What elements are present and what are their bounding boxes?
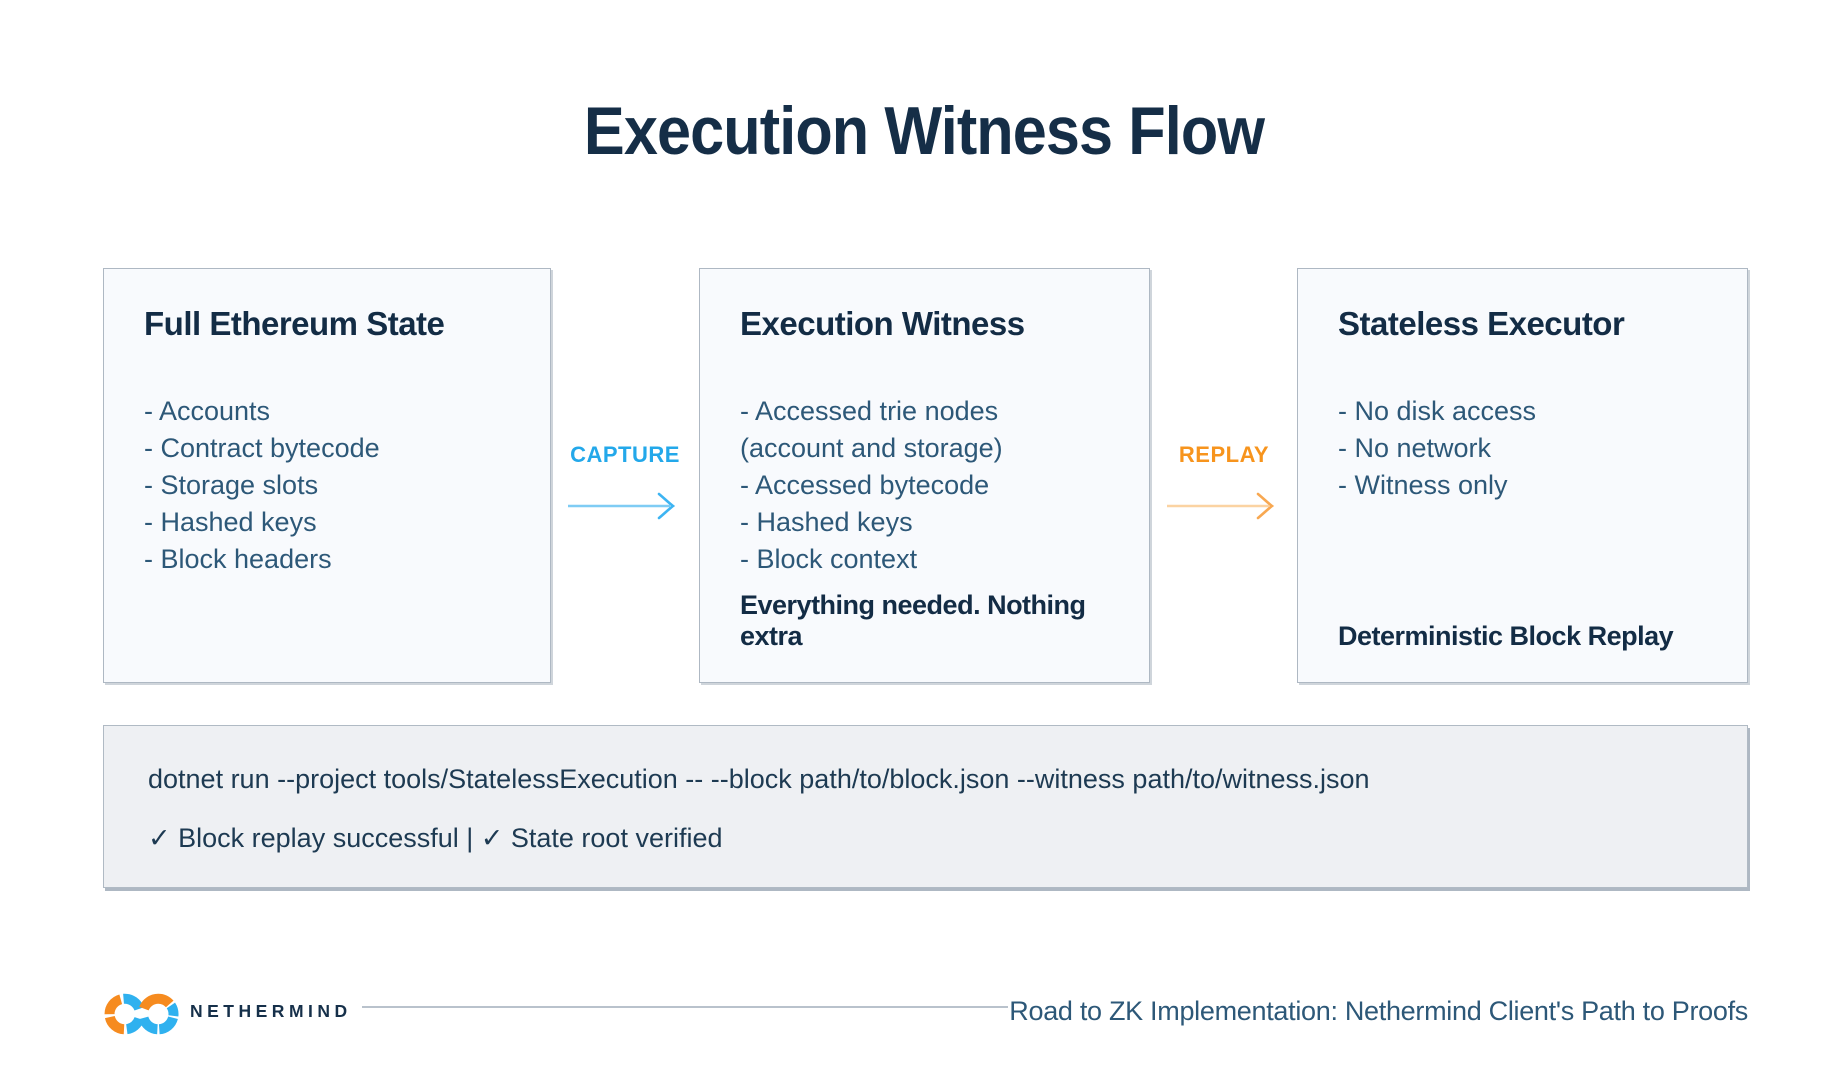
list-item: - Block context xyxy=(740,544,918,574)
list-item: - No network xyxy=(1338,433,1492,463)
list-item: - No disk access xyxy=(1338,396,1537,426)
brand-name: NETHERMIND xyxy=(190,1001,352,1021)
card-heading: Full Ethereum State xyxy=(144,305,445,342)
list-item: - Block headers xyxy=(144,544,332,574)
list-item: - Accessed trie nodes (account and stora… xyxy=(740,396,1003,463)
list-item: - Contract bytecode xyxy=(144,433,380,463)
card-stateless-executor: Stateless Executor - No disk access - No… xyxy=(1297,268,1748,683)
list-item: - Hashed keys xyxy=(740,507,913,537)
card-note: Everything needed. Nothing extra xyxy=(740,590,1086,651)
list-item: - Witness only xyxy=(1338,470,1508,500)
list-item: - Storage slots xyxy=(144,470,319,500)
list-item: - Accessed bytecode xyxy=(740,470,990,500)
footer-caption: Road to ZK Implementation: Nethermind Cl… xyxy=(1009,996,1748,1026)
terminal-panel: dotnet run --project tools/StatelessExec… xyxy=(103,725,1748,888)
terminal-command: dotnet run --project tools/StatelessExec… xyxy=(148,764,1370,794)
card-execution-witness: Execution Witness - Accessed trie nodes … xyxy=(699,268,1150,683)
capture-arrow-icon xyxy=(568,492,676,520)
capture-connector: CAPTURE xyxy=(551,442,699,522)
capture-label: CAPTURE xyxy=(570,442,680,467)
replay-arrow-icon xyxy=(1167,492,1275,520)
replay-label: REPLAY xyxy=(1178,442,1270,467)
page-title: Execution Witness Flow xyxy=(583,93,1265,169)
card-heading: Execution Witness xyxy=(740,305,1025,342)
card-heading: Stateless Executor xyxy=(1338,305,1625,342)
list-item: - Accounts xyxy=(144,396,271,426)
replay-connector: REPLAY xyxy=(1150,442,1298,522)
card-item-list: - No disk access - No network - Witness … xyxy=(1338,393,1707,504)
terminal-result: ✓ Block replay successful | ✓ State root… xyxy=(148,823,723,853)
card-note: Deterministic Block Replay xyxy=(1338,621,1674,651)
card-item-list: - Accounts - Contract bytecode - Storage… xyxy=(144,393,510,578)
card-full-ethereum-state: Full Ethereum State - Accounts - Contrac… xyxy=(103,268,551,683)
card-item-list: - Accessed trie nodes (account and stora… xyxy=(740,393,1109,578)
footer-divider xyxy=(362,1006,1008,1008)
nethermind-logo-icon xyxy=(104,993,179,1035)
list-item: - Hashed keys xyxy=(144,507,317,537)
